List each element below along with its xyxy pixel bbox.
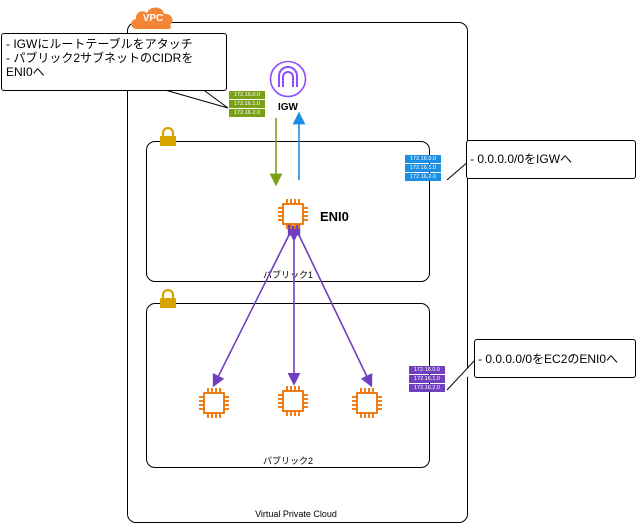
lock-icon	[158, 289, 178, 309]
route-entry: 172.16.2.0	[409, 384, 445, 392]
cloud-icon	[131, 7, 173, 29]
purple-arrow-left	[212, 222, 300, 388]
lock-icon	[158, 127, 178, 147]
internet-gateway-icon	[269, 60, 307, 98]
subnet-public2-label: パブリック2	[262, 456, 313, 466]
igw-callout-line1: - IGWにルートテーブルをアタッチ	[6, 37, 193, 51]
route-entry: 172.16.0.0	[409, 366, 445, 374]
public1-callout-text: - 0.0.0.0/0をIGWへ	[470, 152, 573, 166]
route-entry: 172.16.2.0	[405, 173, 441, 181]
public2-route-table: 172.16.0.0 172.16.1.0 172.16.2.0	[409, 366, 445, 392]
ec2-chip-icon	[351, 387, 383, 419]
public2-callout-text: - 0.0.0.0/0をEC2のENI0へ	[478, 352, 619, 366]
route-entry: 172.16.0.0	[405, 155, 441, 163]
public1-callout: - 0.0.0.0/0をIGWへ	[466, 140, 636, 179]
route-entry: 172.16.1.0	[405, 164, 441, 172]
vpc-badge-text: VPC	[142, 13, 164, 24]
ec2-chip-icon	[277, 385, 309, 417]
vpc-label: Virtual Private Cloud	[255, 509, 337, 519]
igw-callout: - IGWにルートテーブルをアタッチ - パブリック2サブネットのCIDRを E…	[1, 33, 227, 91]
igw-callout-line3: ENI0へ	[6, 65, 45, 79]
route-entry: 172.16.1.0	[229, 100, 265, 108]
callout-tail	[446, 358, 476, 391]
eni-chip-icon	[277, 198, 309, 230]
igw-callout-line2: - パブリック2サブネットのCIDRを	[6, 51, 194, 65]
ec2-chip-icon	[198, 387, 230, 419]
public1-route-table: 172.16.0.0 172.16.1.0 172.16.2.0	[405, 155, 441, 181]
eni-label: ENI0	[320, 209, 349, 224]
route-entry: 172.16.1.0	[409, 375, 445, 383]
public2-callout: - 0.0.0.0/0をEC2のENI0へ	[474, 339, 636, 378]
route-entry: 172.16.2.0	[229, 109, 265, 117]
purple-arrow-right	[288, 223, 373, 388]
igw-label: IGW	[278, 102, 298, 113]
igw-route-table: 172.16.0.0 172.16.1.0 172.16.2.0	[229, 91, 265, 117]
vpc-badge: VPC	[128, 3, 176, 31]
route-entry: 172.16.0.0	[229, 91, 265, 99]
